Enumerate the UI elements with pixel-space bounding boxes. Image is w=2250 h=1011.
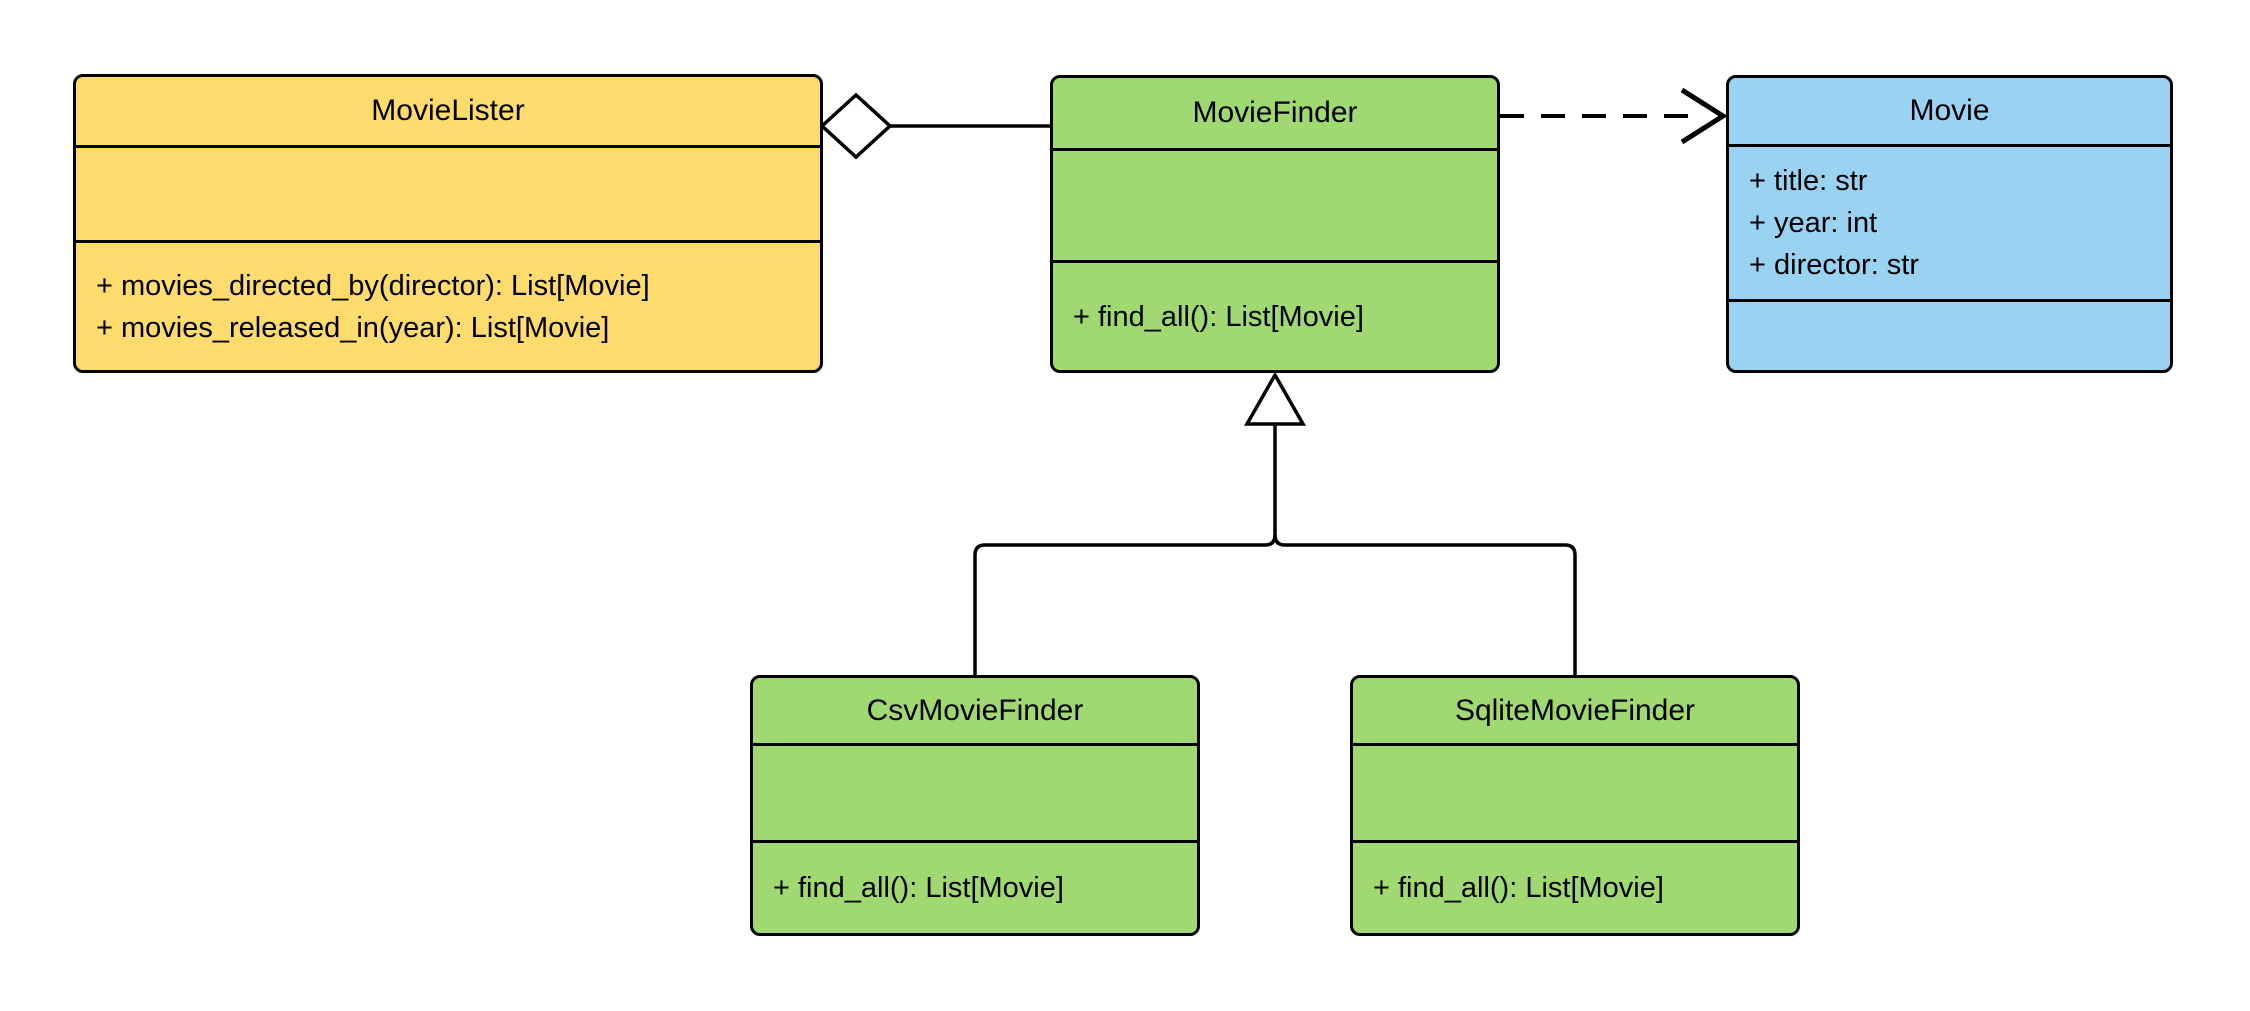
attribute-entry: + title: str xyxy=(1749,165,1868,197)
class-moviefinder-title: MovieFinder xyxy=(1192,96,1358,129)
method-entry: + movies_released_in(year): List[Movie] xyxy=(96,311,610,344)
class-moviefinder-methods: + find_all(): List[Movie] xyxy=(1053,260,1497,370)
attribute-entry: + year: int xyxy=(1749,207,1878,239)
class-sqlitemoviefinder: SqliteMovieFinder + find_all(): List[Mov… xyxy=(1350,675,1800,936)
class-movie: Movie + title: str + year: int + directo… xyxy=(1726,75,2173,373)
aggregation-connector xyxy=(819,92,1052,160)
class-moviefinder-attributes xyxy=(1053,148,1497,260)
class-movielister-title: MovieLister xyxy=(371,94,525,127)
method-entry: + find_all(): List[Movie] xyxy=(773,872,1064,904)
inheritance-branch-right xyxy=(1273,534,1577,676)
class-movielister-methods: + movies_directed_by(director): List[Mov… xyxy=(76,240,820,370)
inheritance-branch-left xyxy=(973,424,1277,676)
class-movielister: MovieLister + movies_directed_by(directo… xyxy=(73,74,823,373)
class-movie-attributes: + title: str + year: int + director: str xyxy=(1729,144,2170,299)
class-csvmoviefinder: CsvMovieFinder + find_all(): List[Movie] xyxy=(750,675,1200,936)
attribute-entry: + director: str xyxy=(1749,249,1920,281)
class-csvmoviefinder-attributes xyxy=(753,743,1197,840)
inheritance-connector xyxy=(973,371,1577,676)
inheritance-triangle-icon xyxy=(1243,371,1307,426)
class-movie-title: Movie xyxy=(1909,94,1990,127)
class-csvmoviefinder-methods: + find_all(): List[Movie] xyxy=(753,840,1197,933)
class-sqlitemoviefinder-methods: + find_all(): List[Movie] xyxy=(1353,840,1797,933)
class-sqlitemoviefinder-title: SqliteMovieFinder xyxy=(1454,693,1696,727)
class-movie-methods xyxy=(1729,299,2170,370)
class-movielister-attributes xyxy=(76,145,820,240)
dependency-arrowhead-icon xyxy=(1680,87,1728,145)
method-entry: + find_all(): List[Movie] xyxy=(1373,872,1664,904)
method-entry: + movies_directed_by(director): List[Mov… xyxy=(96,269,650,302)
class-moviefinder: MovieFinder + find_all(): List[Movie] xyxy=(1050,75,1500,373)
aggregation-diamond-icon xyxy=(819,92,893,160)
class-sqlitemoviefinder-attributes xyxy=(1353,743,1797,840)
method-entry: + find_all(): List[Movie] xyxy=(1073,300,1364,333)
class-csvmoviefinder-title: CsvMovieFinder xyxy=(866,693,1084,727)
dependency-connector xyxy=(1500,87,1728,145)
